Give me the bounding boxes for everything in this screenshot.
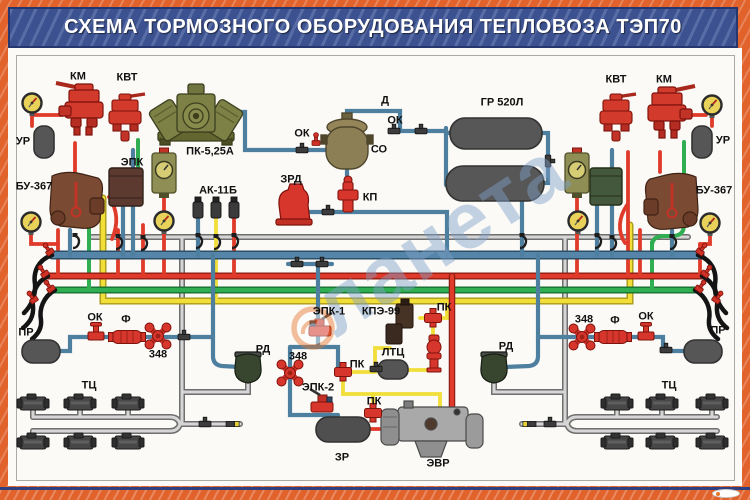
end-hoses: [20, 252, 730, 342]
label-ok-top: ОК: [294, 127, 310, 140]
label-rd-right: РД: [498, 340, 514, 353]
blocking-device-right: [642, 171, 700, 231]
label-bu367-left: БУ-367: [15, 180, 53, 193]
label-ok-left: ОК: [87, 311, 103, 324]
equalizing-reservoir-left: [33, 125, 55, 159]
tc-fitting: [543, 416, 557, 428]
label-zrd: ЗРД: [280, 173, 302, 186]
check-valve-row-right: [637, 322, 655, 341]
zrd-valve: [275, 183, 313, 226]
small-cock: [311, 132, 321, 146]
label-f-left: Ф: [121, 313, 131, 326]
label-tc-right: ТЦ: [661, 379, 677, 392]
red-stack-valve: [426, 334, 442, 373]
diagram-frame: [16, 55, 735, 481]
release-valve-right: [522, 421, 537, 427]
main-reservoir-1: [449, 117, 543, 150]
aux-brake-valve-left: [107, 92, 147, 143]
label-km-left: КМ: [70, 70, 86, 83]
label-tc-left: ТЦ: [81, 379, 97, 392]
label-pr-left: ПР: [18, 326, 34, 339]
bottom-border-strip: [0, 487, 750, 500]
epk-block-left: [108, 167, 144, 207]
label-kpe99: КПЭ-99: [361, 305, 401, 318]
label-pk-bottom: ПК: [366, 395, 382, 408]
pressure-gauge: [567, 210, 589, 236]
label-348-left: 348: [148, 348, 168, 361]
label-zr: ЗР: [334, 451, 350, 464]
compressor: [148, 83, 244, 146]
page-title: СХЕМА ТОРМОЗНОГО ОБОРУДОВАНИЯ ТЕПЛОВОЗА …: [64, 16, 682, 38]
label-ur-left: УР: [15, 135, 31, 148]
spare-reservoir: [315, 416, 371, 443]
label-ur-right: УР: [715, 134, 731, 147]
check-valve-row-left: [87, 322, 105, 341]
relay-valve-right: [480, 351, 508, 384]
pipe-fitting: [321, 204, 335, 216]
label-epk1: ЭПК-1: [312, 305, 346, 318]
label-ak11b: АК-11Б: [199, 184, 237, 197]
pressure-regulator-left: [151, 147, 177, 199]
label-348-center: 348: [288, 350, 308, 363]
tc-fitting: [198, 416, 212, 428]
label-ok-right: ОК: [638, 310, 654, 323]
label-d: Д: [381, 94, 389, 107]
kpe99-block: [385, 298, 414, 345]
publisher-logo: [712, 489, 740, 498]
label-km-right: КМ: [656, 73, 672, 86]
check-valve-compressor: [295, 142, 309, 154]
equalizing-reservoir-right: [691, 125, 713, 159]
title-banner: СХЕМА ТОРМОЗНОГО ОБОРУДОВАНИЯ ТЕПЛОВОЗА …: [8, 7, 738, 48]
aux-brake-valve-right: [598, 92, 638, 143]
tanks: [21, 117, 723, 443]
label-gr520: ГР 520Л: [480, 96, 524, 109]
label-f-right: Ф: [610, 314, 620, 327]
pressure-gauge: [21, 92, 43, 118]
label-so: СО: [370, 143, 388, 156]
blocking-device-left: [48, 170, 106, 230]
label-bu367-right: БУ-367: [695, 184, 733, 197]
pipes-yellow: [99, 194, 634, 411]
epk-block-right: [589, 167, 623, 206]
label-epk: ЭПК: [120, 156, 144, 169]
ltc-reservoir: [377, 359, 409, 380]
kp-valve: [337, 175, 359, 213]
label-rd-left: РД: [255, 343, 271, 356]
driver-brake-valve-left: [54, 81, 105, 137]
tc-pipes-gray: [30, 234, 720, 439]
supply-reservoir-left: [21, 339, 61, 364]
label-348-right: 348: [574, 313, 594, 326]
label-pk-top: ПК: [436, 301, 452, 314]
label-ltc: ЛТЦ: [381, 346, 405, 359]
supply-reservoir-right: [683, 339, 723, 364]
label-kvt-right: КВТ: [605, 73, 627, 86]
filter-right: [594, 330, 632, 344]
pressure-gauge: [153, 210, 175, 236]
main-reservoir-2: [445, 165, 545, 202]
pressure-gauge: [699, 212, 721, 238]
publisher-logo-dot: [716, 492, 720, 496]
cock-handle: [71, 231, 81, 250]
driver-brake-valve-right: [646, 84, 697, 140]
pressure-gauge: [20, 211, 42, 237]
pipe-fitting: [414, 123, 428, 135]
relay-valve-left: [234, 351, 262, 384]
oil-separator: [320, 112, 374, 170]
label-pr-right: ПР: [710, 324, 726, 337]
label-evr: ЭВР: [426, 457, 450, 470]
evr-distributor: [380, 400, 484, 458]
label-pk525a: ПК-5,25А: [186, 145, 234, 158]
label-epk2: ЭПК-2: [301, 381, 335, 394]
label-kp: КП: [362, 191, 378, 204]
label-pk-mid: ПК: [349, 358, 365, 371]
ak11b-contacts: [192, 196, 240, 219]
label-ok-mid: ОК: [387, 114, 403, 127]
label-kvt-left: КВТ: [116, 71, 138, 84]
filter-left: [108, 330, 146, 344]
release-valve-left: [225, 421, 240, 427]
